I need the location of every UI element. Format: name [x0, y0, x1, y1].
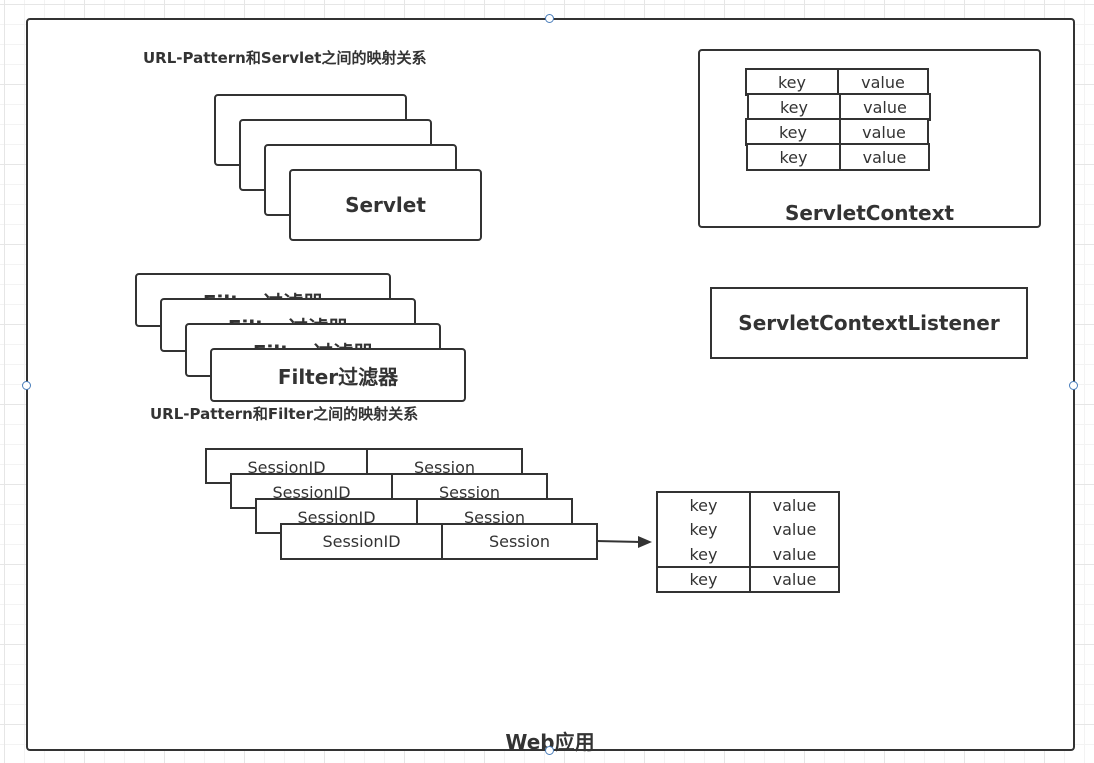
servlet-context-row[interactable]: key value: [747, 93, 931, 121]
value-cell: value: [772, 495, 817, 515]
key-cell: key: [658, 493, 751, 517]
servlet-card-label: Servlet: [345, 193, 426, 217]
resize-handle-bottom[interactable]: [545, 746, 554, 755]
key-cell: key: [748, 145, 841, 169]
filter-mapping-caption: URL-Pattern和Filter之间的映射关系: [150, 405, 419, 423]
key-cell: key: [747, 120, 841, 144]
session-id-cell: SessionID: [282, 525, 443, 558]
servlet-mapping-caption: URL-Pattern和Servlet之间的映射关系: [143, 49, 427, 67]
servlet-context-listener-label: ServletContextListener: [738, 311, 1000, 335]
session-attr-row[interactable]: key value: [656, 542, 840, 568]
servlet-context-label: ServletContext: [784, 201, 955, 225]
value-cell: value: [862, 122, 906, 142]
value-cell: value: [863, 97, 907, 117]
value-cell: value: [772, 520, 817, 539]
value-cell: value: [772, 570, 817, 589]
resize-handle-left[interactable]: [22, 381, 31, 390]
servlet-card-front[interactable]: Servlet: [289, 169, 482, 241]
key-cell: key: [658, 517, 751, 542]
session-cell: Session: [488, 532, 551, 551]
session-row-front[interactable]: SessionID Session: [280, 523, 598, 560]
resize-handle-right[interactable]: [1069, 381, 1078, 390]
resize-handle-top[interactable]: [545, 14, 554, 23]
session-id-cell: SessionID: [257, 500, 418, 532]
filter-card-front[interactable]: Filter过滤器: [210, 348, 466, 402]
key-cell: key: [658, 568, 751, 591]
session-arrow[interactable]: [595, 530, 658, 554]
filter-card-label: Filter过滤器: [277, 364, 399, 389]
servlet-context-row[interactable]: key value: [745, 118, 929, 146]
value-cell: value: [861, 72, 905, 92]
key-cell: key: [747, 70, 839, 94]
session-attr-row[interactable]: key value: [656, 491, 840, 519]
session-attr-row[interactable]: key value: [656, 566, 840, 593]
servlet-context-row[interactable]: key value: [745, 68, 929, 96]
session-cell: Session: [438, 483, 501, 502]
session-cell: Session: [463, 508, 526, 527]
key-cell: key: [749, 95, 841, 119]
key-cell: key: [658, 542, 751, 566]
session-id-cell: SessionID: [207, 450, 368, 482]
session-cell: Session: [413, 458, 476, 477]
session-id-cell: SessionID: [232, 475, 393, 507]
servlet-context-row[interactable]: key value: [746, 143, 930, 171]
value-cell: value: [862, 147, 907, 167]
session-attr-row[interactable]: key value: [656, 517, 840, 544]
value-cell: value: [772, 544, 817, 564]
servlet-context-listener-box[interactable]: ServletContextListener: [710, 287, 1028, 359]
